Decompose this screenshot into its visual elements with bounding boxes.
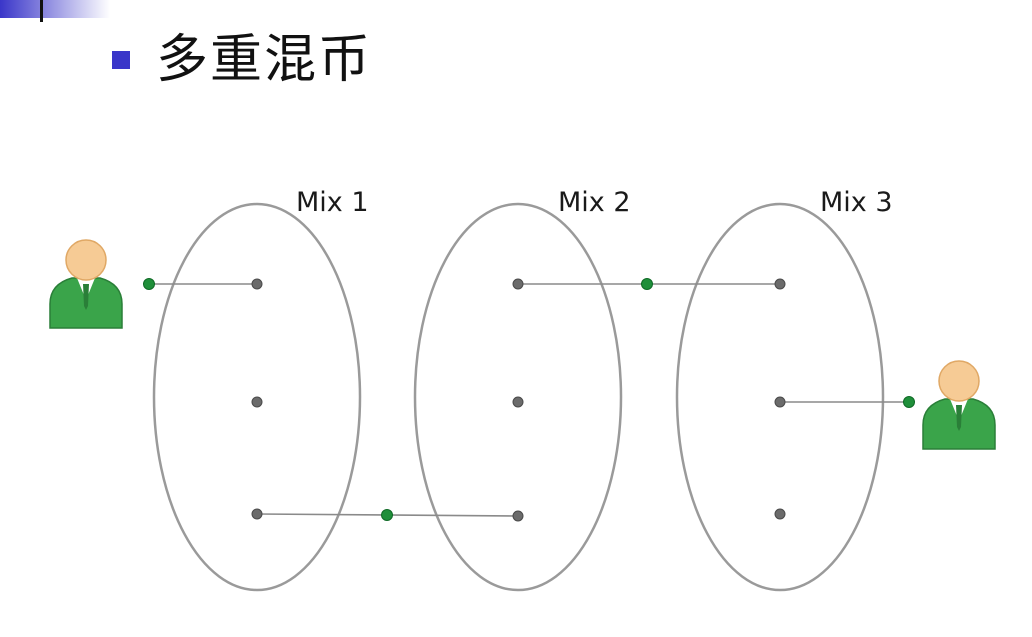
mix-3-label: Mix 3 <box>820 187 893 218</box>
mix-2-node-middle <box>512 396 524 408</box>
mix-1-node-bottom <box>251 508 263 520</box>
mix-2-label: Mix 2 <box>558 187 631 218</box>
title-bullet-row: 多重混币 <box>112 28 372 92</box>
mix2-mix3-transit-node <box>641 278 653 290</box>
mix-2-ellipse <box>413 202 623 592</box>
mix-3-node-bottom <box>774 508 786 520</box>
sender-user-icon <box>49 239 123 329</box>
mix-3-ellipse <box>675 202 885 592</box>
mix-2-node-bottom <box>512 510 524 522</box>
mix-2-node-top <box>512 278 524 290</box>
receiver-user-icon <box>922 360 996 450</box>
corner-decoration <box>0 0 110 22</box>
mix-1-node-top <box>251 278 263 290</box>
slide-title: 多重混币 <box>156 30 373 90</box>
mix-3-node-middle <box>774 396 786 408</box>
mix-1-ellipse <box>152 202 362 592</box>
mix-1-label: Mix 1 <box>296 187 369 218</box>
mix1-mix2-transit-node <box>381 509 393 521</box>
mix-3-node-top <box>774 278 786 290</box>
receiver-input-node <box>903 396 915 408</box>
mix-1-node-middle <box>251 396 263 408</box>
sender-output-node <box>143 278 155 290</box>
bullet-square-icon <box>112 51 130 69</box>
